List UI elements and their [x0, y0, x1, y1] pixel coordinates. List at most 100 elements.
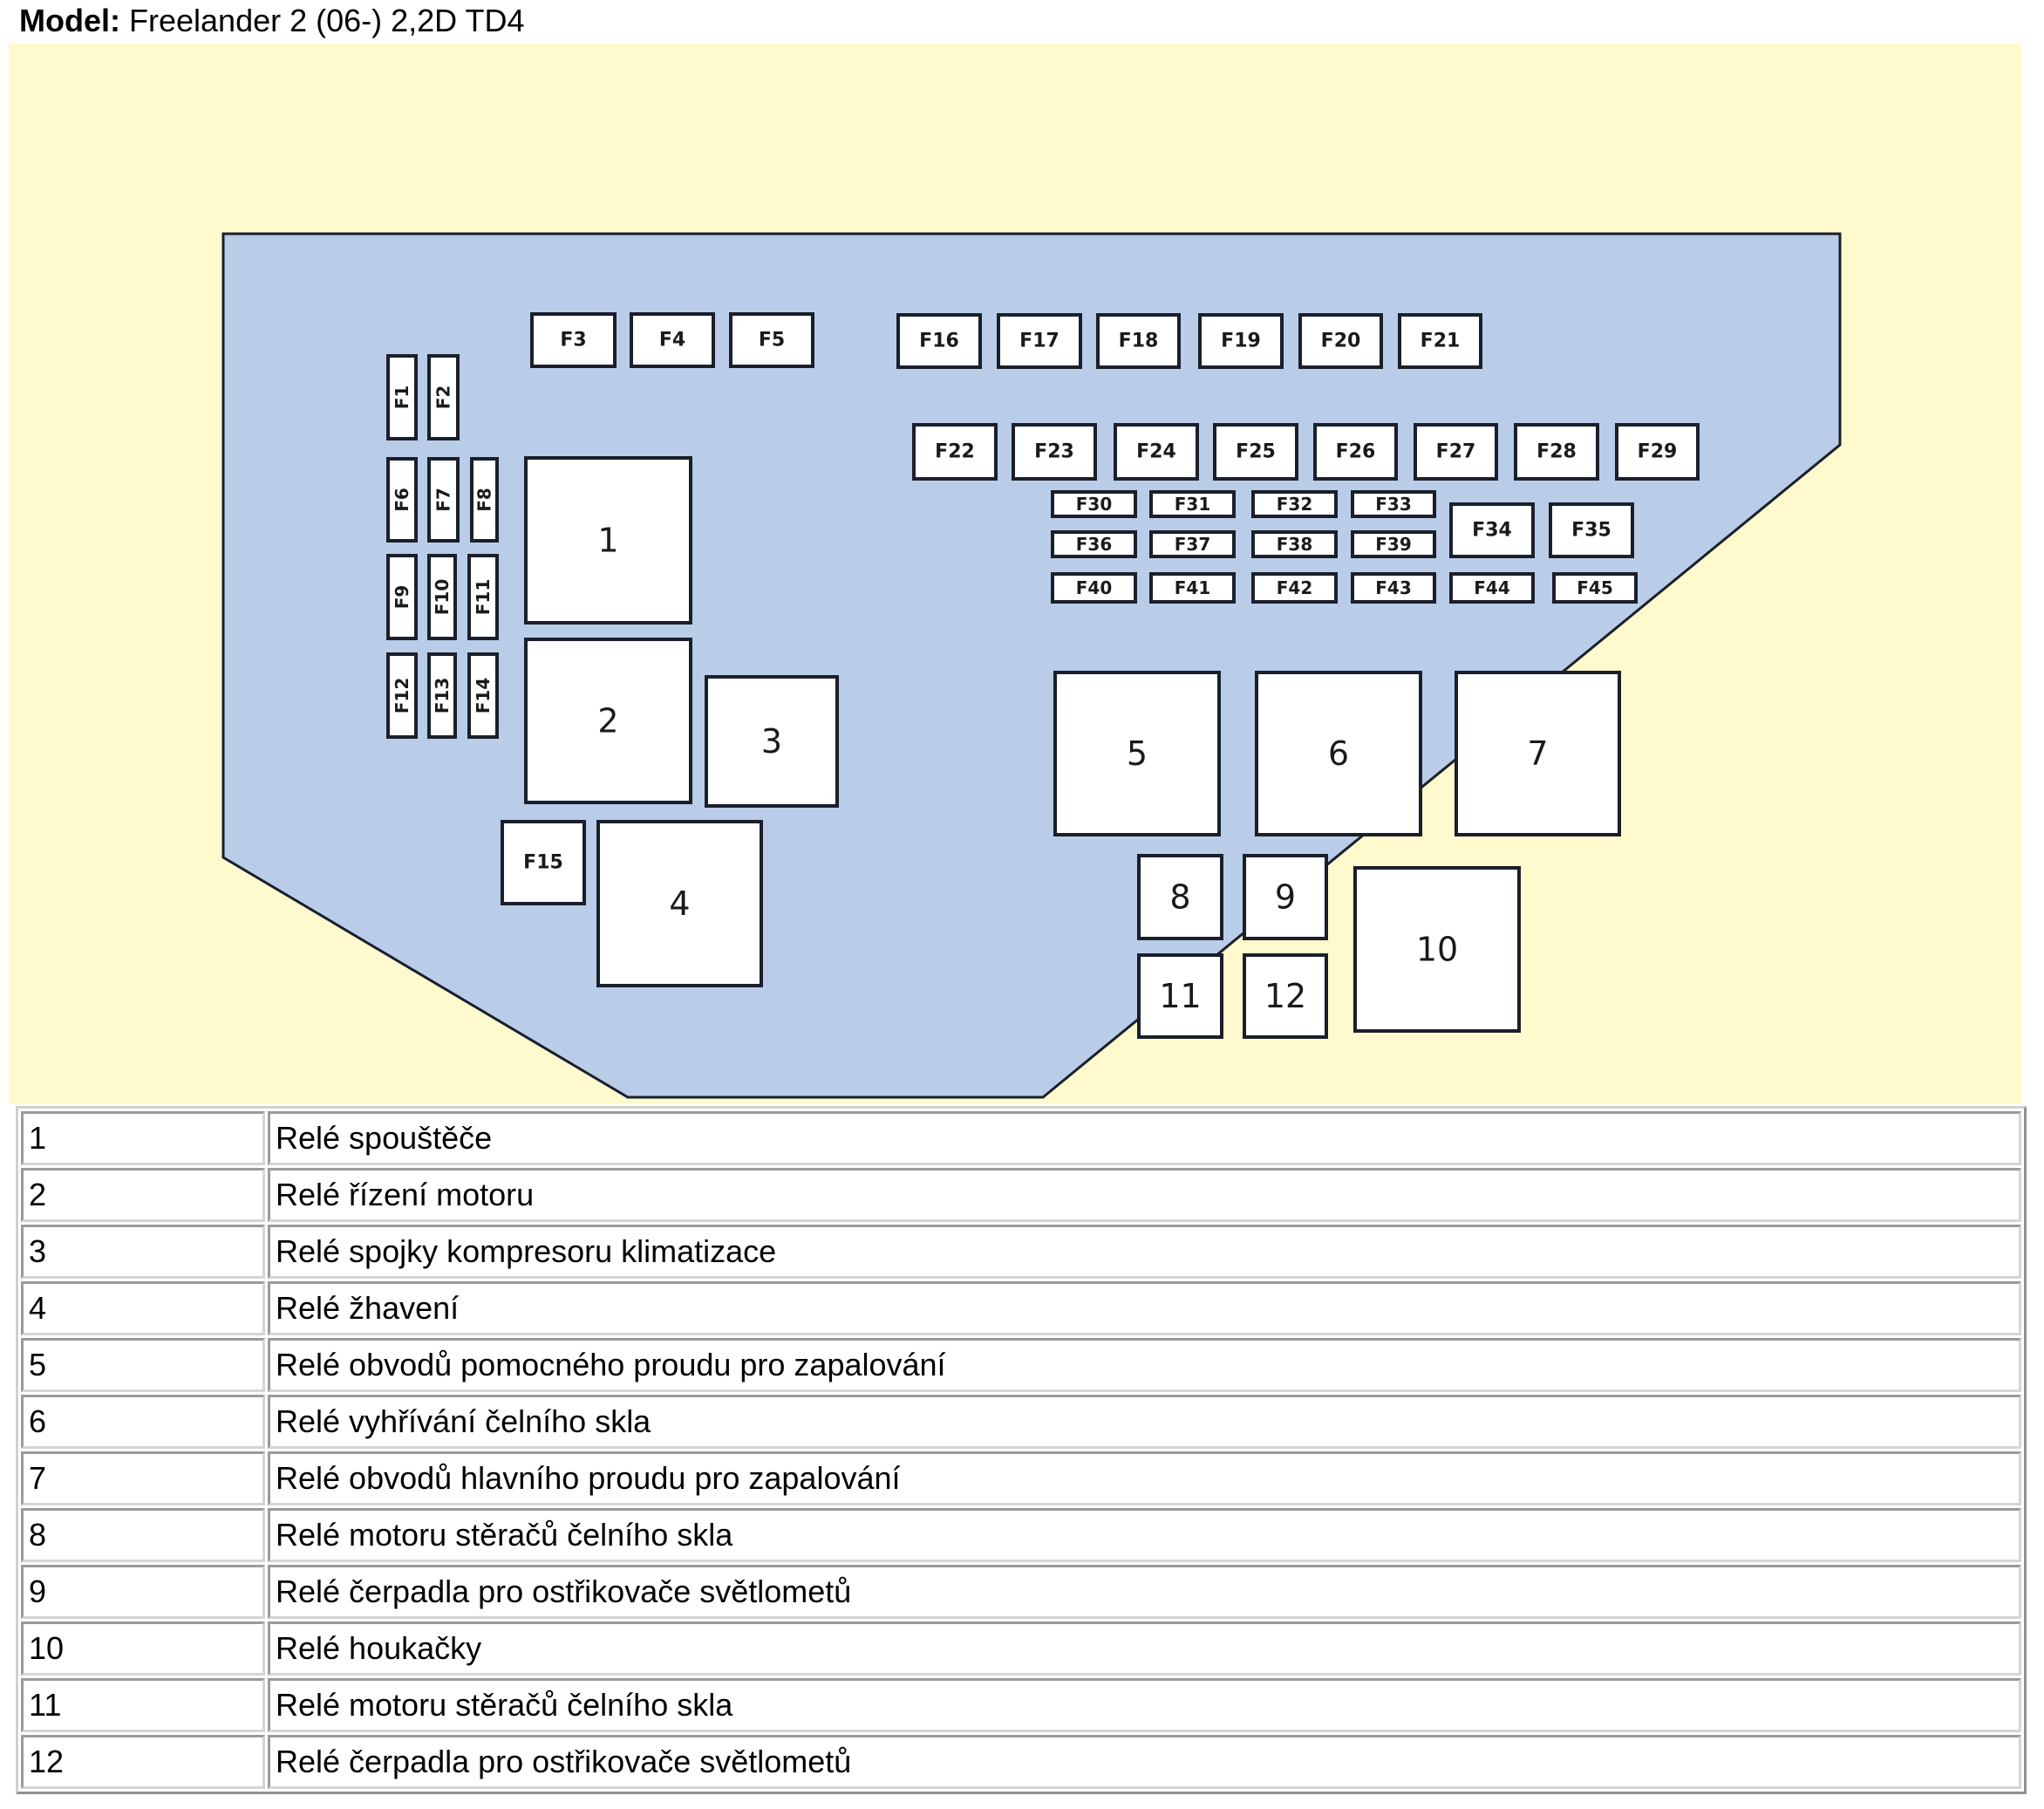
relay-body — [524, 638, 692, 804]
fuse-f14: F14 — [467, 652, 499, 739]
fuse-f15: F15 — [501, 820, 586, 905]
fuse-body — [1549, 502, 1634, 558]
legend-description: Relé spojky kompresoru klimatizace — [268, 1225, 2021, 1279]
legend-description: Relé motoru stěračů čelního skla — [268, 1508, 2021, 1562]
legend-description: Relé čerpadla pro ostřikovače světlometů — [268, 1565, 2021, 1619]
fuse-label: F12 — [392, 678, 412, 714]
fuse-label: F19 — [1221, 331, 1261, 352]
relay-10: 10 — [1353, 866, 1521, 1033]
fuse-label: F20 — [1321, 331, 1361, 352]
legend-description: Relé čerpadla pro ostřikovače světlometů — [268, 1735, 2021, 1789]
fuse-body — [427, 354, 460, 440]
fuse-f1: F1 — [386, 354, 418, 440]
legend-description: Relé houkačky — [268, 1621, 2021, 1676]
fuse-label: F18 — [1119, 331, 1159, 352]
fuse-f2: F2 — [427, 354, 460, 440]
fuse-label: F41 — [1175, 577, 1211, 598]
relay-body — [1137, 854, 1223, 940]
fuse-f6: F6 — [386, 457, 418, 543]
legend-number: 4 — [21, 1281, 265, 1335]
fuse-label: F14 — [473, 678, 494, 714]
relay-body — [596, 820, 763, 987]
fuse-f13: F13 — [427, 652, 457, 739]
fuse-f18: F18 — [1096, 313, 1181, 369]
fuse-f17: F17 — [997, 313, 1082, 369]
relay-label: 8 — [1169, 878, 1190, 917]
fuse-f39: F39 — [1351, 530, 1436, 558]
fuse-label: F27 — [1436, 441, 1476, 463]
fuse-f29: F29 — [1615, 423, 1700, 481]
fuse-body — [427, 652, 457, 739]
fuse-label: F23 — [1034, 441, 1074, 463]
fuse-body — [1051, 530, 1137, 558]
fuse-f32: F32 — [1251, 490, 1338, 518]
relay-5: 5 — [1053, 671, 1221, 836]
fuse-body — [501, 820, 586, 905]
legend-number: 12 — [21, 1735, 265, 1789]
fuse-f35: F35 — [1549, 502, 1634, 558]
fuse-body — [1313, 423, 1398, 481]
model-label: Model: — [19, 3, 120, 38]
relay-body — [524, 456, 692, 625]
fuse-label: F28 — [1536, 441, 1577, 463]
fuse-label: F4 — [659, 330, 685, 352]
fuse-label: F26 — [1336, 441, 1376, 463]
fuse-label: F22 — [935, 441, 975, 463]
legend-number: 8 — [21, 1508, 265, 1562]
relay-body — [1353, 866, 1521, 1033]
fuse-f36: F36 — [1051, 530, 1137, 558]
fuse-body — [997, 313, 1082, 369]
fuse-body — [467, 554, 499, 640]
fuse-f9: F9 — [386, 554, 418, 640]
relay-label: 2 — [597, 702, 618, 741]
fuse-f3: F3 — [530, 312, 617, 368]
relay-body — [1455, 671, 1621, 836]
legend-number: 5 — [21, 1338, 265, 1392]
fuse-body — [1251, 530, 1338, 558]
relay-body — [1137, 953, 1223, 1039]
fuse-body — [1398, 313, 1482, 369]
fuse-label: F15 — [523, 852, 563, 874]
fuse-f34: F34 — [1449, 502, 1535, 558]
fuse-label: F29 — [1638, 441, 1678, 463]
fuse-f31: F31 — [1149, 490, 1236, 518]
fuse-body — [1615, 423, 1700, 481]
relay-6: 6 — [1255, 671, 1422, 836]
fuse-body — [896, 313, 982, 369]
relay-12: 12 — [1243, 953, 1328, 1039]
fuse-f26: F26 — [1313, 423, 1398, 481]
fuse-f25: F25 — [1213, 423, 1298, 481]
fuse-body — [530, 312, 617, 368]
fuse-body — [1449, 572, 1535, 604]
fuse-label: F43 — [1375, 577, 1412, 598]
relay-2: 2 — [524, 638, 692, 804]
model-heading: Model: Freelander 2 (06-) 2,2D TD4 — [19, 2, 525, 40]
fuse-label: F13 — [432, 678, 453, 714]
fuse-f4: F4 — [630, 312, 715, 368]
fuse-body — [1012, 423, 1097, 481]
fuse-body — [1149, 490, 1236, 518]
fuse-f21: F21 — [1398, 313, 1482, 369]
relay-9: 9 — [1243, 854, 1328, 940]
fuse-f11: F11 — [467, 554, 499, 640]
fuse-f12: F12 — [386, 652, 418, 739]
fuse-f45: F45 — [1552, 572, 1638, 604]
fuse-body — [912, 423, 998, 481]
legend-description: Relé motoru stěračů čelního skla — [268, 1678, 2021, 1732]
fuse-label: F40 — [1076, 577, 1113, 598]
fuse-label: F45 — [1577, 577, 1613, 598]
legend-number: 3 — [21, 1225, 265, 1279]
legend-number: 6 — [21, 1395, 265, 1449]
relay-label: 12 — [1264, 977, 1306, 1015]
relay-label: 7 — [1527, 734, 1548, 773]
relay-label: 1 — [597, 522, 618, 560]
relay-body — [1243, 854, 1328, 940]
relay-body — [1255, 671, 1422, 836]
fuse-f7: F7 — [427, 457, 460, 543]
